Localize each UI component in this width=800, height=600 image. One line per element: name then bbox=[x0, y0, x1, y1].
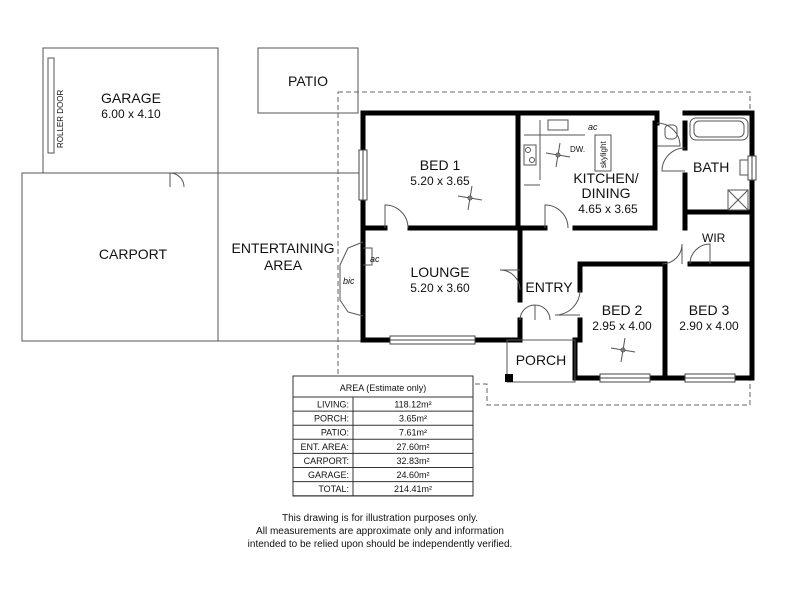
area-table-row: TOTAL: 214.41m² bbox=[293, 481, 473, 497]
area-table-row: PORCH: 3.65m² bbox=[293, 411, 473, 426]
windows bbox=[358, 149, 757, 383]
area-table-row: LIVING: 118.12m² bbox=[293, 397, 473, 412]
area-label: ENT. AREA: bbox=[300, 442, 349, 452]
garage: ROLLER DOOR GARAGE 6.00 x 4.10 bbox=[42, 47, 219, 188]
sink-icon bbox=[547, 119, 569, 131]
area-label: TOTAL: bbox=[318, 484, 349, 494]
disclaimer-line-3: intended to be relied upon should be ind… bbox=[247, 539, 513, 550]
area-table-row: PATIO: 7.61m² bbox=[293, 425, 473, 440]
porch: PORCH bbox=[505, 339, 576, 383]
dishwasher-label: DW. bbox=[570, 145, 585, 154]
area-value: 32.83m² bbox=[396, 456, 429, 466]
kitchen-label-2: DINING bbox=[582, 185, 631, 201]
kitchen-ac-label: ac bbox=[588, 122, 598, 132]
bed1-dims: 5.20 x 3.65 bbox=[410, 174, 470, 188]
toilet-icon bbox=[664, 124, 678, 140]
area-value: 7.61m² bbox=[399, 428, 427, 438]
bed1-label: BED 1 bbox=[420, 157, 461, 173]
disclaimer: This drawing is for illustration purpose… bbox=[240, 512, 520, 551]
eave-outline bbox=[337, 91, 751, 406]
lounge-ac-label: ac bbox=[370, 254, 380, 264]
area-value: 214.41m² bbox=[394, 484, 432, 494]
lounge-label: LOUNGE bbox=[410, 264, 469, 280]
kitchen-fixtures: DW. skylight ac bbox=[523, 119, 612, 186]
entry-label: ENTRY bbox=[525, 279, 573, 295]
bed3-dims: 2.90 x 4.00 bbox=[679, 319, 739, 333]
bath-fixtures bbox=[664, 117, 749, 211]
bathtub-icon bbox=[689, 117, 749, 141]
bath-label: BATH bbox=[693, 159, 729, 175]
bed2-label: BED 2 bbox=[602, 302, 643, 318]
area-label: GARAGE: bbox=[308, 470, 349, 480]
skylight-label: skylight bbox=[599, 141, 608, 168]
area-table-title: AREA (Estimate only) bbox=[340, 383, 427, 393]
area-table: AREA (Estimate only) LIVING:118.12m²PORC… bbox=[292, 375, 474, 497]
kitchen-dims: 4.65 x 3.65 bbox=[578, 202, 638, 216]
bic-label: bic bbox=[343, 276, 355, 286]
fan-icon bbox=[457, 185, 483, 211]
vanity-icon bbox=[739, 159, 749, 176]
carport: CARPORT bbox=[21, 172, 219, 342]
area-label: LIVING: bbox=[317, 400, 349, 410]
disclaimer-line-1: This drawing is for illustration purpose… bbox=[281, 513, 478, 524]
bed2-dims: 2.95 x 4.00 bbox=[592, 319, 652, 333]
disclaimer-line-2: All measurements are approximate only an… bbox=[256, 526, 504, 537]
area-label: PATIO: bbox=[321, 428, 349, 438]
garage-dims: 6.00 x 4.10 bbox=[101, 107, 161, 121]
area-label: PORCH: bbox=[314, 414, 349, 424]
carport-label: CARPORT bbox=[99, 246, 168, 262]
entertaining-label-2: AREA bbox=[264, 257, 303, 273]
area-table-row: GARAGE: 24.60m² bbox=[293, 467, 473, 483]
fan-icon bbox=[545, 142, 571, 168]
kitchen-label-1: KITCHEN/ bbox=[573, 170, 638, 186]
wir-label: WIR bbox=[702, 231, 726, 245]
fan-icon bbox=[610, 337, 636, 363]
area-value: 24.60m² bbox=[396, 470, 429, 480]
cooktop-icon bbox=[523, 144, 537, 166]
entertaining-area: ENTERTAINING AREA bbox=[217, 172, 364, 342]
roller-door-label: ROLLER DOOR bbox=[56, 90, 65, 148]
lounge-fixtures: ac bic bbox=[339, 241, 380, 317]
area-value: 118.12m² bbox=[394, 400, 431, 410]
patio: PATIO bbox=[257, 47, 359, 114]
lounge-dims: 5.20 x 3.60 bbox=[410, 281, 470, 295]
area-table-row: CARPORT: 32.83m² bbox=[293, 453, 473, 468]
area-label: CARPORT: bbox=[304, 456, 349, 466]
bed3-label: BED 3 bbox=[689, 302, 730, 318]
area-value: 3.65m² bbox=[399, 414, 427, 424]
porch-label: PORCH bbox=[516, 352, 567, 368]
area-table-row: ENT. AREA: 27.60m² bbox=[293, 439, 473, 454]
entertaining-label-1: ENTERTAINING bbox=[232, 240, 335, 256]
garage-label: GARAGE bbox=[101, 90, 161, 106]
patio-label: PATIO bbox=[288, 73, 328, 89]
shower-icon bbox=[727, 189, 749, 211]
area-value: 27.60m² bbox=[396, 442, 429, 452]
ceiling-fans bbox=[457, 142, 636, 363]
door-swings bbox=[384, 122, 711, 321]
